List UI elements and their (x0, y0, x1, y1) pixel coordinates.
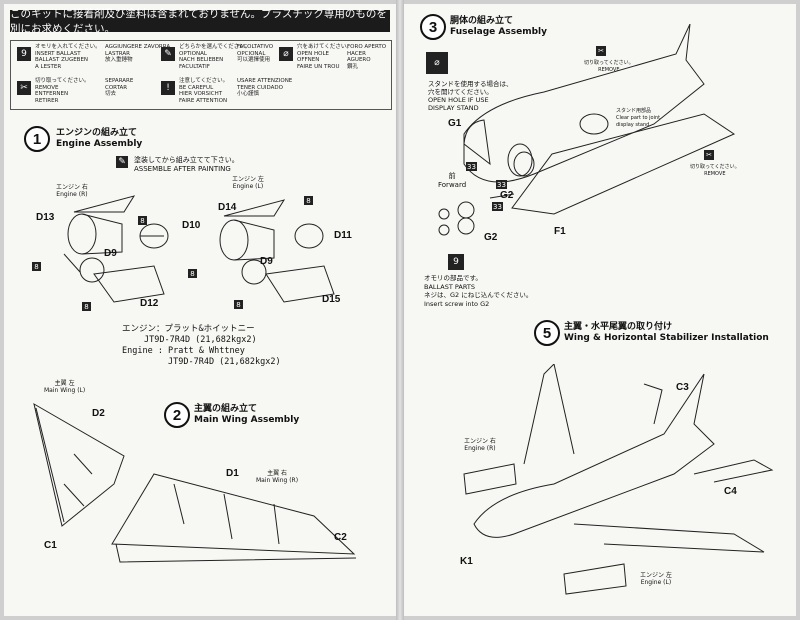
part-c2: C2 (334, 532, 347, 543)
optional-icon: ✎ (161, 47, 175, 61)
part-g1: G1 (448, 118, 462, 129)
fuselage-assembly-drawing (438, 24, 736, 236)
remove-icon: ✂ (17, 81, 31, 95)
engine-assembly-drawing (63, 195, 335, 303)
decal-marker: 8 (138, 216, 147, 225)
part-g2-bottom: G2 (484, 232, 498, 243)
remove-note-bottom: 切り取ってください。REMOVE (690, 164, 740, 177)
page-fold (396, 0, 404, 620)
part-d11: D11 (334, 230, 352, 241)
step-3-number: 3 (420, 14, 446, 40)
remove-icon: ✂ (704, 150, 714, 160)
decal-marker: 8 (188, 269, 197, 278)
remove-icon: ✂ (596, 46, 606, 56)
part-c4: C4 (724, 486, 737, 497)
part-33-marker: 33 (496, 180, 507, 189)
paint-note: 塗装してから組み立てて下さい。ASSEMBLE AFTER PAINTING (134, 156, 239, 173)
paint-brush-icon: ✎ (116, 156, 128, 168)
remove-note-top: 切り取ってください。REMOVE (584, 60, 634, 73)
part-c1: C1 (44, 540, 57, 551)
ballast-icon: 9 (448, 254, 464, 270)
part-d12: D12 (140, 298, 159, 309)
part-g2-top: G2 (500, 190, 514, 201)
part-d9-l: D9 (260, 256, 273, 267)
open-hole-icon: ⌀ (426, 52, 448, 74)
part-d13: D13 (36, 212, 55, 223)
decal-marker: 8 (304, 196, 313, 205)
open-hole-icon: ⌀ (279, 47, 293, 61)
part-d10: D10 (182, 220, 201, 231)
step-1-number: 1 (24, 126, 50, 152)
part-c3: C3 (676, 382, 689, 393)
part-33-marker: 33 (466, 162, 477, 171)
part-d15: D15 (322, 294, 341, 305)
part-33-marker: 33 (492, 202, 503, 211)
wing-installation-drawing (463, 364, 774, 595)
part-k1: K1 (460, 556, 473, 567)
step-5-number: 5 (534, 320, 560, 346)
part-f1: F1 (554, 226, 566, 237)
step-2-number: 2 (164, 402, 190, 428)
part-d1: D1 (226, 468, 239, 479)
decal-marker: 8 (82, 302, 91, 311)
decal-marker: 8 (234, 300, 243, 309)
decal-marker: 8 (32, 262, 41, 271)
part-d14: D14 (218, 202, 237, 213)
part-d2: D2 (92, 408, 105, 419)
ballast-icon: 9 (17, 47, 31, 61)
engine-spec: エンジン：プラット&ホイットニー JT9D-7R4D (21,682kgx2) … (122, 324, 281, 367)
left-page: このキットに接着剤及び塗料は含まれておりません。プラスチック専用のものを別にお求… (4, 4, 396, 616)
part-d9-r: D9 (104, 248, 117, 259)
caution-icon: ! (161, 81, 175, 95)
wing-assembly-drawing (33, 402, 357, 563)
warning-banner: このキットに接着剤及び塗料は含まれておりません。プラスチック専用のものを別にお求… (10, 8, 390, 35)
